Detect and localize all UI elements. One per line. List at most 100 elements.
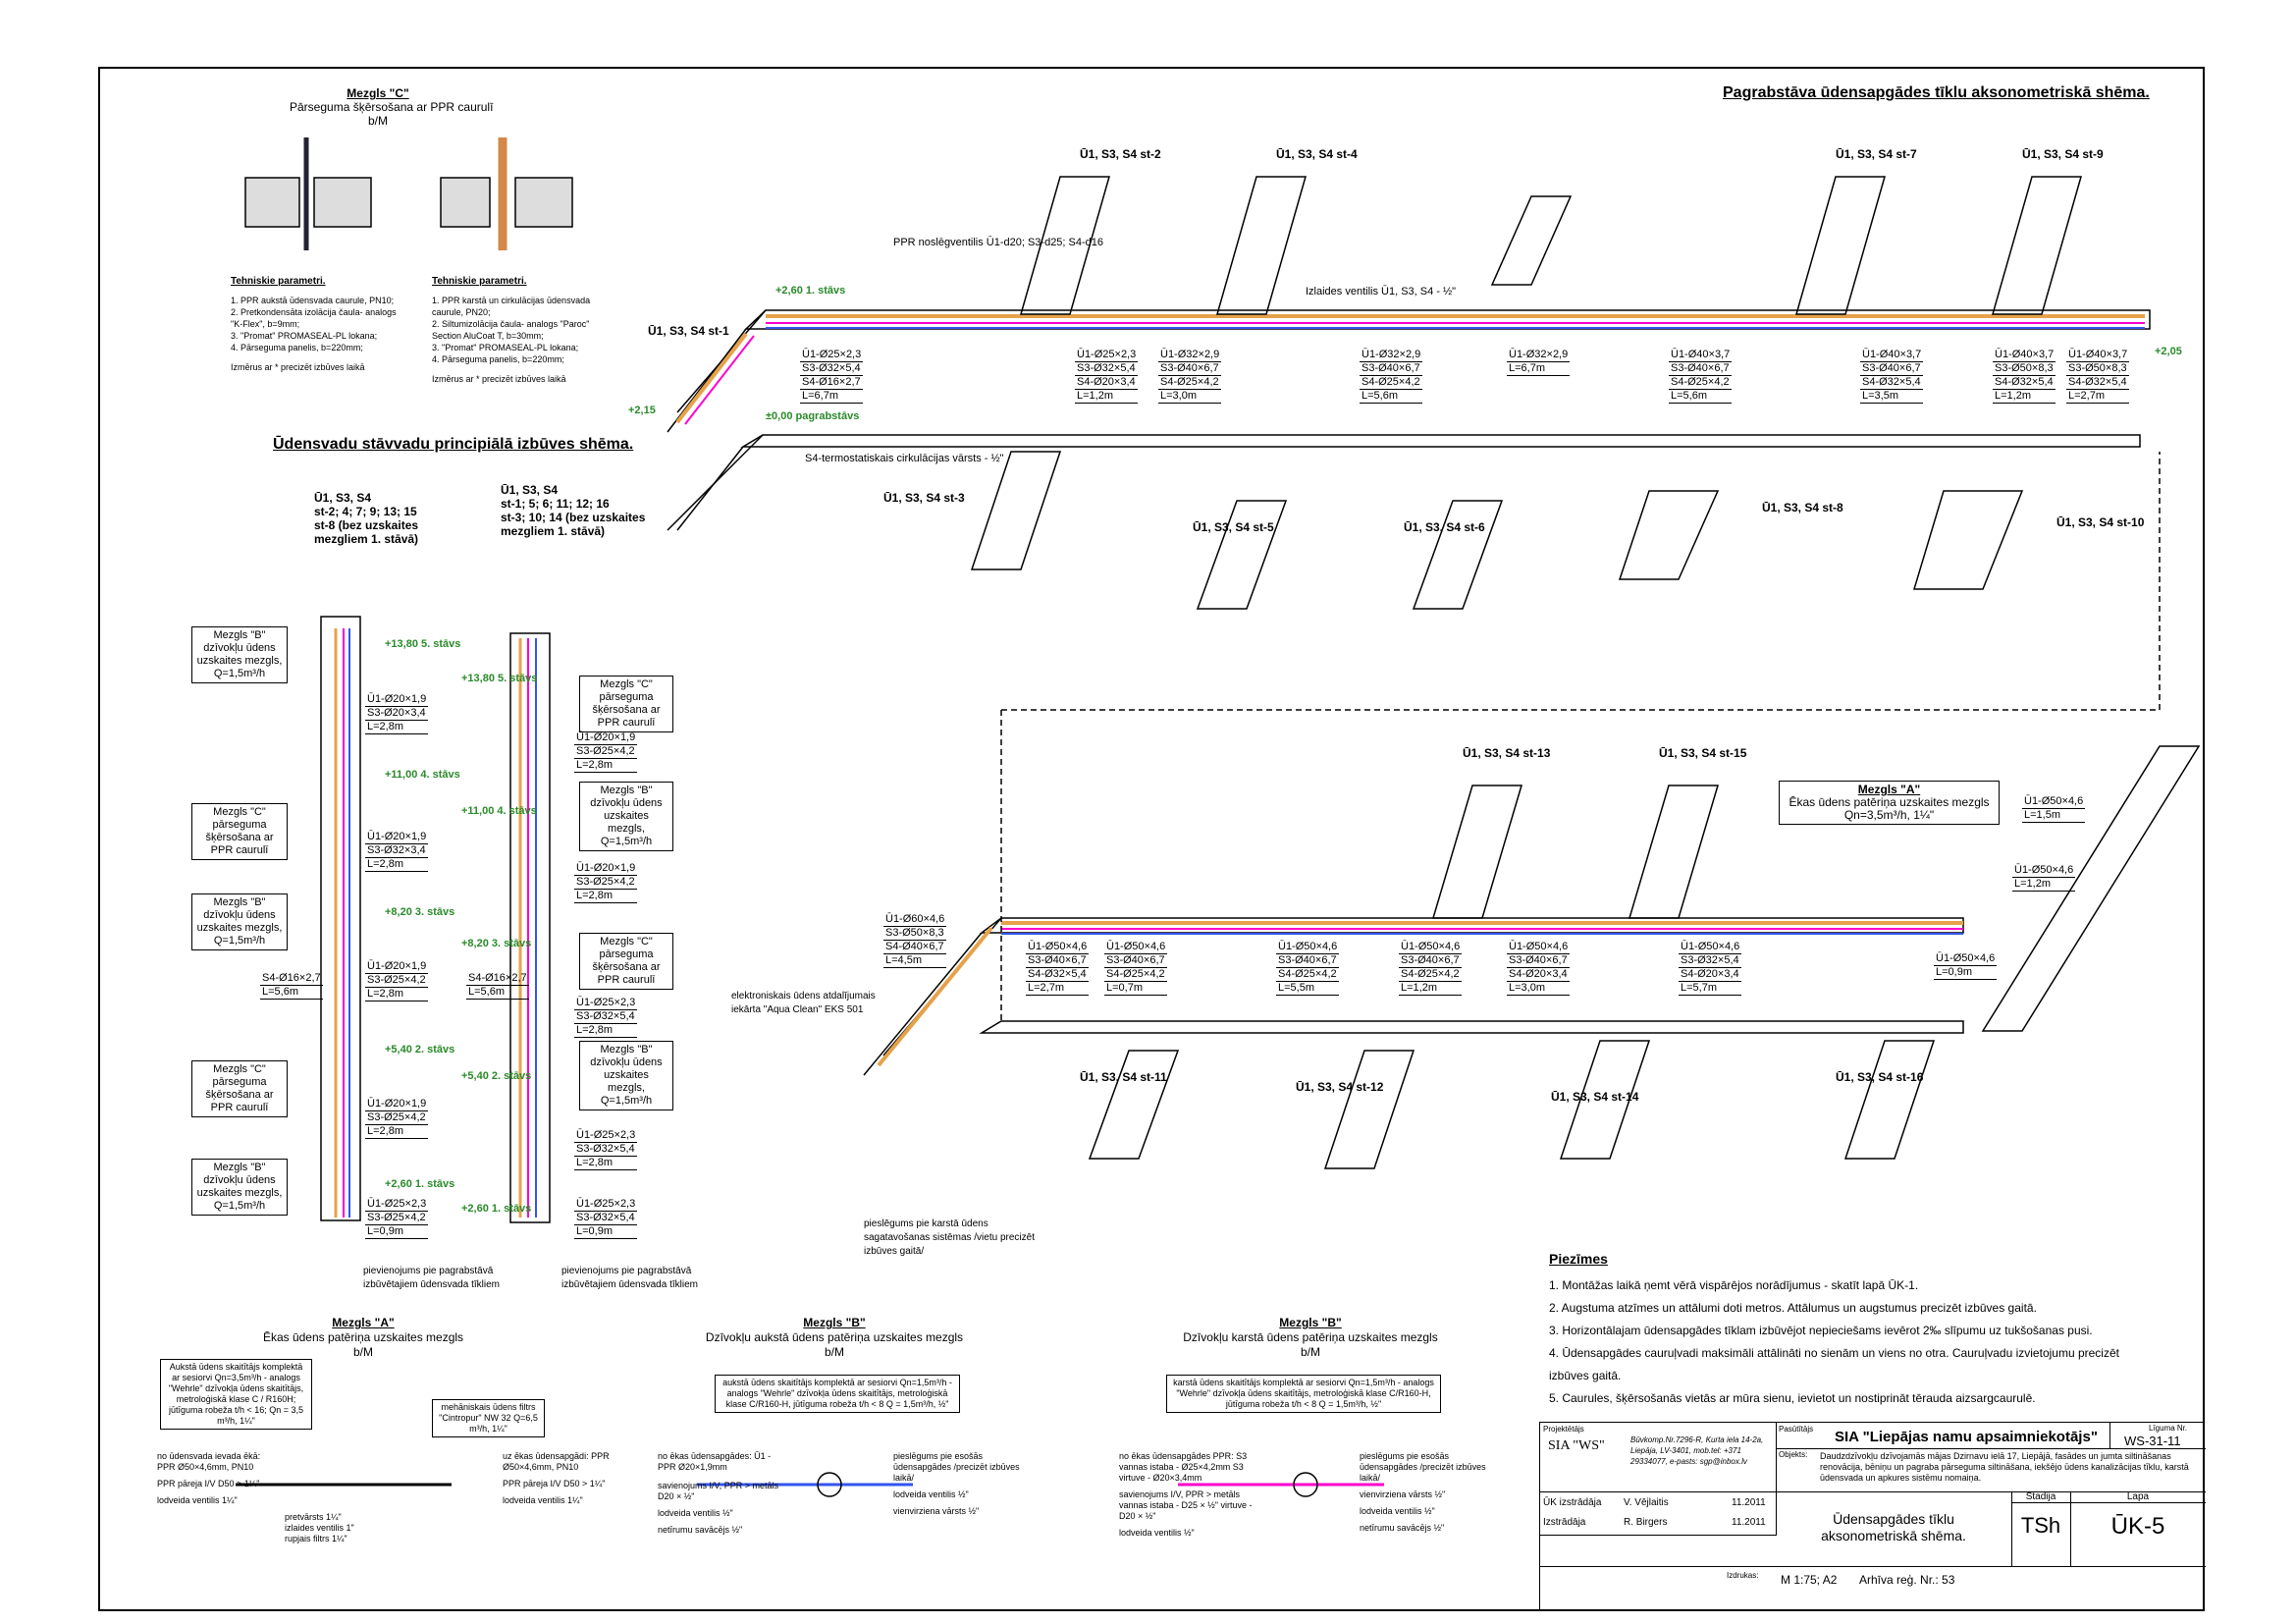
detail-a-subtitle: Ēkas ūdens patēriņa uzskaites mezgls bbox=[262, 1330, 464, 1344]
detail-b1-labels: no ēkas ūdensapgādes: Ū1 - PPR Ø20×1,9mm… bbox=[658, 1451, 778, 1535]
note-item: 2. Augstuma atzīmes un attālumi doti met… bbox=[1549, 1301, 2037, 1315]
note-item: 5. Caurules, šķērsošanās vietās ar mūra … bbox=[1549, 1391, 2036, 1405]
level-label: +2,60 1. stāvs bbox=[461, 1203, 532, 1215]
riser-header-line: Ū1, S3, S4 bbox=[314, 491, 372, 505]
node-c-scale: b/M bbox=[367, 114, 388, 128]
level-label: +2,15 bbox=[628, 405, 656, 416]
connection-note: pieslēgums pie karstā ūdens sagatavošana… bbox=[864, 1218, 1035, 1257]
designer-name: SIA "WS" bbox=[1548, 1438, 1605, 1453]
riser-tag: Ū1, S3, S4 st-14 bbox=[1551, 1090, 1639, 1104]
main-title: Pagrabstāva ūdensapgādes tīklu aksonomet… bbox=[1723, 84, 2150, 101]
detail-b2-labels-right: pieslēgums pie esošās ūdensapgādes /prec… bbox=[1360, 1451, 1486, 1533]
riser-header-line: st-3; 10; 14 (bez uzskaites bbox=[501, 511, 646, 524]
riser-right-box: Mezgls "C" pārseguma šķērsošana ar PPR c… bbox=[579, 676, 673, 732]
riser-right-box: Mezgls "B" dzīvokļu ūdens uzskaites mezg… bbox=[579, 782, 673, 851]
level-label: +2,60 1. stāvs bbox=[385, 1178, 455, 1190]
detail-a-scale: b/M bbox=[352, 1345, 373, 1359]
drawing-frame bbox=[98, 67, 2205, 1611]
riser-title: Ūdensvadu stāvvadu principiālā izbūves s… bbox=[273, 436, 634, 453]
spec-item: 1. PPR aukstā ūdensvada caurule, PN10; bbox=[231, 296, 395, 305]
riser-tag: Ū1, S3, S4 st-9 bbox=[2022, 147, 2104, 161]
mezgls-a-box: Mezgls "A" Ēkas ūdens patēriņa uzskaites… bbox=[1779, 781, 2000, 825]
valve-note: S4-termostatiskais cirkulācijas vārsts -… bbox=[805, 453, 1004, 464]
riser-header-line: mezgliem 1. stāvā) bbox=[314, 532, 419, 546]
spec-item: 4. Pārseguma panelis, b=220mm; bbox=[432, 354, 564, 364]
detail-a-title: Mezgls "A" bbox=[332, 1316, 395, 1329]
riser-header-line: st-1; 5; 6; 11; 12; 16 bbox=[501, 497, 610, 511]
level-label: +2,60 1. stāvs bbox=[775, 285, 846, 297]
scale-cell: Izdrukas: M 1:75; A2 Arhīva reģ. Nr.: 53 bbox=[1540, 1566, 2206, 1613]
spec-item: 4. Pārseguma panelis, b=220mm; bbox=[231, 343, 363, 352]
designer-cell: Projektētājs SIA "WS" Būvkomp.Nr.7296-R,… bbox=[1540, 1423, 1777, 1492]
detail-a-box: Aukstā ūdens skaitītājs komplektā ar ses… bbox=[160, 1359, 312, 1430]
spec-item: 2. Siltumizolācija čaula- analogs "Paroc… bbox=[432, 319, 590, 341]
title-block: Projektētājs SIA "WS" Būvkomp.Nr.7296-R,… bbox=[1539, 1422, 2206, 1613]
detail-a-labels-right: uz ēkas ūdensapgādi: PPR Ø50×4,6mm, PN10… bbox=[503, 1451, 610, 1505]
riser-left-connection: pievienojums pie pagrabstāvā izbūvētajie… bbox=[363, 1266, 500, 1290]
riser-tag: Ū1, S3, S4 st-10 bbox=[2056, 515, 2145, 529]
riser-left-box: Mezgls "C" pārseguma šķērsošana ar PPR c… bbox=[191, 803, 288, 860]
detail-b2-subtitle: Dzīvokļu karstā ūdens patēriņa uzskaites… bbox=[1183, 1330, 1438, 1344]
level-label: +8,20 3. stāvs bbox=[385, 906, 455, 918]
node-c-left-heading: Tehniskie parametri. bbox=[231, 276, 326, 287]
riser-left-box: Mezgls "B" dzīvokļu ūdens uzskaites mezg… bbox=[191, 1159, 288, 1216]
node-c-left-list: 1. PPR aukstā ūdensvada caurule, PN10; 2… bbox=[231, 295, 407, 373]
riser-right-box: Mezgls "C" pārseguma šķērsošana ar PPR c… bbox=[579, 933, 673, 990]
riser-left-box: Mezgls "C" pārseguma šķērsošana ar PPR c… bbox=[191, 1060, 288, 1117]
valve-note: Izlaides ventilis Ū1, S3, S4 - ½" bbox=[1306, 286, 1457, 298]
note-item: 3. Horizontālajam ūdensapgādes tīklam iz… bbox=[1549, 1324, 2093, 1337]
detail-b1-scale: b/M bbox=[824, 1345, 844, 1359]
node-c-right-list: 1. PPR karstā un cirkulācijas ūdensvada … bbox=[432, 295, 618, 385]
riser-tag: Ū1, S3, S4 st-1 bbox=[648, 324, 729, 338]
riser-header-line: Ū1, S3, S4 bbox=[501, 483, 559, 497]
spec-note: Izmērus ar * precizēt izbūves laikā bbox=[231, 362, 365, 372]
level-label: +11,00 4. stāvs bbox=[385, 769, 460, 781]
authors-cell: ŪK izstrādāja V. Vējlaitis 11.2011 Izstr… bbox=[1540, 1491, 1777, 1536]
spec-item: 1. PPR karstā un cirkulācijas ūdensvada … bbox=[432, 296, 591, 317]
spec-note: Izmērus ar * precizēt izbūves laikā bbox=[432, 374, 566, 384]
level-label: +13,80 5. stāvs bbox=[461, 673, 538, 684]
detail-b1-title: Mezgls "B" bbox=[803, 1316, 866, 1329]
riser-left-box: Mezgls "B" dzīvokļu ūdens uzskaites mezg… bbox=[191, 893, 288, 950]
riser-right-header: Ū1, S3, S4 st-1; 5; 6; 11; 12; 16 st-3; … bbox=[501, 483, 645, 538]
node-c-subtitle: Pārseguma šķērsošana ar PPR caurulī bbox=[290, 100, 494, 114]
level-label: +11,00 4. stāvs bbox=[461, 805, 537, 817]
riser-header-line: mezgliem 1. stāvā) bbox=[501, 524, 606, 538]
node-c-right-heading: Tehniskie parametri. bbox=[432, 276, 527, 287]
client-cell: Pasūtītājs SIA "Liepājas namu apsaimniek… bbox=[1776, 1423, 2110, 1449]
level-label: +5,40 2. stāvs bbox=[461, 1070, 532, 1082]
detail-b2-labels: no ēkas ūdensapgādes PPR: S3 vannas ista… bbox=[1119, 1451, 1253, 1538]
riser-header-line: st-8 (bez uzskaites bbox=[314, 518, 419, 532]
riser-tag: Ū1, S3, S4 st-12 bbox=[1296, 1080, 1384, 1094]
detail-b1-subtitle: Dzīvokļu aukstā ūdens patēriņa uzskaites… bbox=[705, 1330, 964, 1344]
level-label: +13,80 5. stāvs bbox=[385, 638, 461, 650]
level-label: +8,20 3. stāvs bbox=[461, 938, 532, 949]
stage-cell: Stadija TSh bbox=[2011, 1491, 2071, 1566]
note-item: izbūves gaitā. bbox=[1549, 1369, 1622, 1382]
riser-left-box: Mezgls "B" dzīvokļu ūdens uzskaites mezg… bbox=[191, 626, 288, 683]
riser-tag: Ū1, S3, S4 st-6 bbox=[1404, 520, 1485, 534]
drawing-title-cell: Ūdensapgādes tīklu aksonometriskā shēma. bbox=[1776, 1491, 2012, 1566]
node-c-title: Mezgls "C" bbox=[347, 86, 409, 100]
riser-tag: Ū1, S3, S4 st-7 bbox=[1836, 147, 1917, 161]
